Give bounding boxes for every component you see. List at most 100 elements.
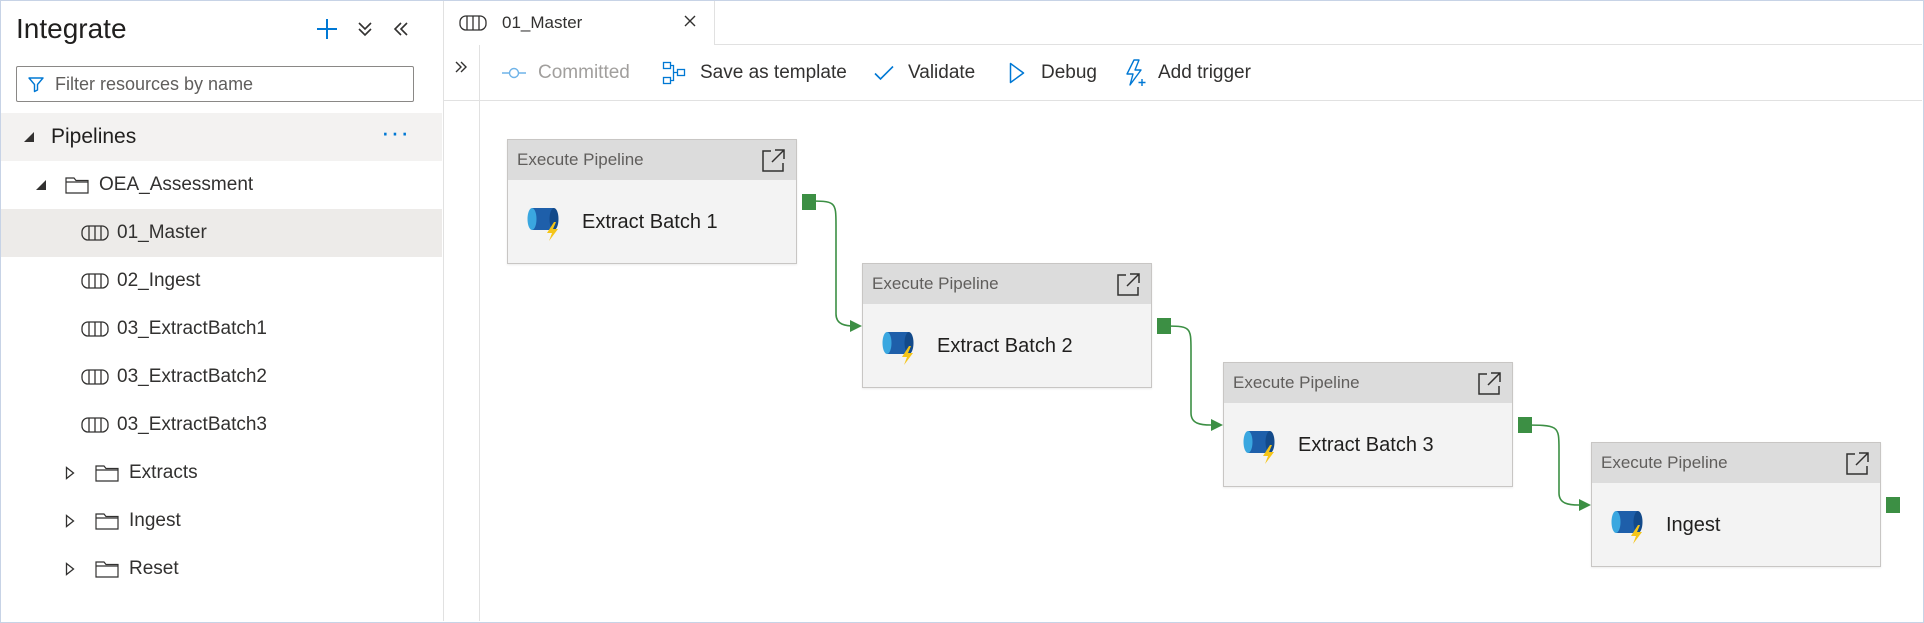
collapse-caret-icon[interactable] xyxy=(23,131,35,143)
pipeline-icon xyxy=(459,14,487,32)
commit-icon xyxy=(502,66,526,80)
committed-button[interactable]: Committed xyxy=(502,45,630,100)
activity-node-extract-batch-2[interactable]: Execute Pipeline Extract Batch 2 xyxy=(862,263,1171,388)
properties-collapse-column xyxy=(444,45,480,621)
activity-type-header: Execute Pipeline xyxy=(1224,363,1512,403)
expanded-caret-icon[interactable] xyxy=(35,179,47,191)
tree-item-03-extractbatch3[interactable]: 03_ExtractBatch3 xyxy=(1,401,442,449)
expand-caret-icon[interactable] xyxy=(65,514,75,528)
tree-folder-oea-assessment[interactable]: OEA_Assessment xyxy=(1,161,442,209)
tree-item-label: 03_ExtractBatch3 xyxy=(117,414,267,435)
activity-type-header: Execute Pipeline xyxy=(1592,443,1880,483)
integrate-sidebar: Integrate Pipelines ··· OEA_Assessment xyxy=(1,1,444,621)
execute-pipeline-icon xyxy=(879,326,923,366)
activity-type-label: Execute Pipeline xyxy=(517,150,644,169)
tree-item-label: OEA_Assessment xyxy=(99,174,254,195)
pipeline-icon xyxy=(81,320,109,338)
tree-item-label: Ingest xyxy=(129,510,181,531)
tree-item-label: Extracts xyxy=(129,462,198,483)
activity-name: Extract Batch 1 xyxy=(582,210,718,233)
expand-caret-icon[interactable] xyxy=(65,466,75,480)
folder-icon xyxy=(65,175,89,195)
add-trigger-button[interactable]: Add trigger xyxy=(1124,45,1251,100)
success-output-port[interactable] xyxy=(1886,497,1900,513)
tree-folder-reset[interactable]: Reset xyxy=(1,545,442,593)
success-output-port[interactable] xyxy=(1157,318,1171,334)
debug-button[interactable]: Debug xyxy=(1009,45,1097,100)
activity-body: Ingest xyxy=(1592,483,1880,567)
activity-name: Extract Batch 3 xyxy=(1298,433,1434,456)
activity-node-extract-batch-3[interactable]: Execute Pipeline Extract Batch 3 xyxy=(1223,362,1532,487)
activity-body: Extract Batch 1 xyxy=(508,180,796,264)
activity-node-ingest[interactable]: Execute Pipeline Ingest xyxy=(1591,442,1900,567)
expand-caret-icon[interactable] xyxy=(65,562,75,576)
activity-name: Ingest xyxy=(1666,513,1721,536)
open-pipeline-icon[interactable] xyxy=(760,148,786,174)
save-as-template-label: Save as template xyxy=(700,61,847,83)
activity-type-header: Execute Pipeline xyxy=(508,140,796,180)
play-icon xyxy=(1009,62,1025,84)
pipeline-canvas[interactable]: Execute Pipeline Extract Batch 1 Execute… xyxy=(480,101,1922,621)
template-icon xyxy=(662,61,686,85)
open-pipeline-icon[interactable] xyxy=(1115,272,1141,298)
save-as-template-button[interactable]: Save as template xyxy=(662,45,847,100)
tree-item-label: 03_ExtractBatch1 xyxy=(117,318,267,339)
validate-label: Validate xyxy=(908,61,976,83)
execute-pipeline-icon xyxy=(524,202,568,242)
expand-panel-icon[interactable] xyxy=(453,59,469,75)
tree-item-02-ingest[interactable]: 02_Ingest xyxy=(1,257,442,305)
sidebar-title: Integrate xyxy=(16,13,127,44)
pipeline-toolbar: Committed Save as template Validate Debu… xyxy=(444,45,1922,101)
tree-folder-extracts[interactable]: Extracts xyxy=(1,449,442,497)
tree-item-label: 03_ExtractBatch2 xyxy=(117,366,267,387)
tree-item-03-extractbatch1[interactable]: 03_ExtractBatch1 xyxy=(1,305,442,353)
add-trigger-label: Add trigger xyxy=(1158,61,1251,83)
execute-pipeline-icon xyxy=(1608,505,1652,545)
validate-button[interactable]: Validate xyxy=(874,45,975,100)
pipeline-icon xyxy=(81,272,109,290)
open-pipeline-icon[interactable] xyxy=(1844,451,1870,477)
editor-tab-bar: 01_Master xyxy=(444,1,1922,45)
tree-item-03-extractbatch2[interactable]: 03_ExtractBatch2 xyxy=(1,353,442,401)
activity-type-label: Execute Pipeline xyxy=(1601,453,1728,472)
tree-folder-ingest[interactable]: Ingest xyxy=(1,497,442,545)
activity-body: Extract Batch 3 xyxy=(1224,403,1512,487)
folder-icon xyxy=(95,559,119,579)
pipeline-icon xyxy=(81,224,109,242)
add-resource-icon[interactable] xyxy=(313,15,341,43)
filter-input[interactable] xyxy=(53,72,397,96)
tree-item-01-master[interactable]: 01_Master xyxy=(1,209,442,257)
debug-label: Debug xyxy=(1041,61,1097,83)
tree-item-label: 02_Ingest xyxy=(117,270,201,291)
expand-all-icon[interactable] xyxy=(351,15,379,43)
filter-resources-field[interactable] xyxy=(16,66,414,102)
tree-item-label: 01_Master xyxy=(117,222,207,243)
folder-icon xyxy=(95,463,119,483)
pipelines-section-label: Pipelines xyxy=(51,125,137,148)
folder-icon xyxy=(95,511,119,531)
activity-type-label: Execute Pipeline xyxy=(1233,373,1360,392)
activity-type-label: Execute Pipeline xyxy=(872,274,999,293)
tree-item-label: Reset xyxy=(129,558,179,579)
pipeline-icon xyxy=(81,368,109,386)
tab-01-master[interactable]: 01_Master xyxy=(444,1,715,45)
tab-label: 01_Master xyxy=(502,13,583,32)
open-pipeline-icon[interactable] xyxy=(1476,371,1502,397)
trigger-bolt-icon xyxy=(1124,58,1148,87)
success-output-port[interactable] xyxy=(802,194,816,210)
activity-node-extract-batch-1[interactable]: Execute Pipeline Extract Batch 1 xyxy=(507,139,816,264)
collapse-panel-icon[interactable] xyxy=(387,15,415,43)
pipelines-section-header[interactable]: Pipelines ··· xyxy=(1,113,442,161)
close-icon[interactable] xyxy=(682,13,698,29)
committed-label: Committed xyxy=(538,61,630,83)
activity-body: Extract Batch 2 xyxy=(863,304,1151,388)
pipeline-icon xyxy=(81,416,109,434)
success-output-port[interactable] xyxy=(1518,417,1532,433)
activity-connectors xyxy=(805,200,1591,511)
filter-icon xyxy=(27,75,45,93)
execute-pipeline-icon xyxy=(1240,425,1284,465)
activity-type-header: Execute Pipeline xyxy=(863,264,1151,304)
activity-name: Extract Batch 2 xyxy=(937,334,1073,357)
checkmark-icon xyxy=(874,65,894,81)
more-options-icon[interactable]: ··· xyxy=(381,117,410,147)
